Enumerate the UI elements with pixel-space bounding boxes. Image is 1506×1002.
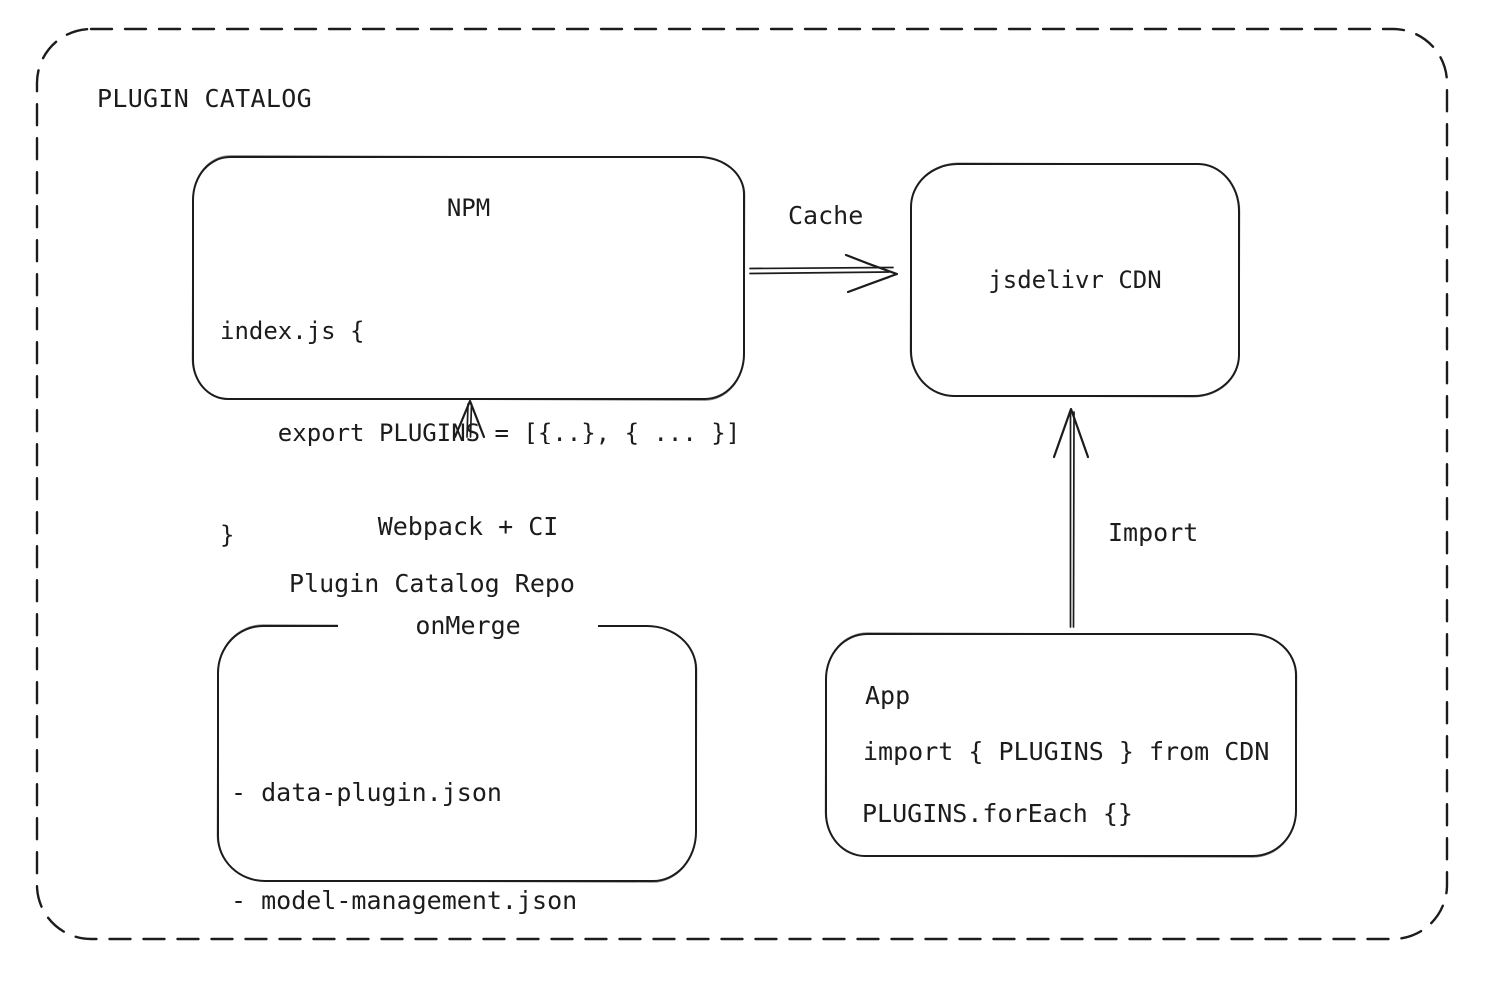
repo-node-caption: Plugin Catalog Repo	[289, 567, 575, 600]
repo-file-list: - data-plugin.json - model-management.js…	[231, 703, 577, 1002]
catalog-dashed-border	[35, 27, 1449, 941]
plugin-catalog-title: PLUGIN CATALOG	[97, 82, 312, 115]
cdn-node-label: jsdelivr CDN	[988, 266, 1162, 294]
npm-code-block: index.js { export PLUGINS = [{..}, { ...…	[220, 246, 740, 620]
build-arrow-shaft	[469, 403, 473, 438]
app-node-title: App	[865, 681, 911, 710]
import-arrow-head	[1052, 407, 1090, 459]
cache-arrow-label: Cache	[788, 199, 864, 232]
cache-arrow-head	[844, 253, 899, 294]
npm-node-title: NPM	[446, 194, 491, 222]
build-arrow-head	[453, 399, 486, 439]
repo-file-item: - data-plugin.json	[231, 778, 502, 807]
npm-node: NPM index.js { export PLUGINS = [{..}, {…	[192, 156, 745, 549]
import-arrow-label: Import	[1108, 516, 1199, 549]
app-node: App import { PLUGINS } from CDN PLUGINS.…	[825, 633, 1297, 857]
build-arrow-label-line1: Webpack + CI	[377, 512, 559, 541]
cache-arrow	[749, 253, 899, 294]
build-arrow-shaft	[466, 403, 469, 438]
import-arrow-shaft	[1072, 411, 1075, 628]
cache-arrow-shaft	[749, 266, 894, 270]
npm-code-line: export PLUGINS = [{..}, { ... }]	[220, 419, 741, 447]
app-code-import: import { PLUGINS } from CDN	[863, 737, 1270, 766]
repo-file-item: ...	[231, 991, 577, 1002]
import-arrow	[1052, 407, 1090, 628]
npm-code-line: }	[220, 521, 235, 549]
npm-code-line: index.js {	[220, 317, 365, 345]
build-arrow-label-line2: onMerge	[415, 611, 521, 640]
cdn-node: jsdelivr CDN	[910, 163, 1240, 397]
repo-file-item: - model-management.json	[231, 886, 578, 915]
cache-arrow-shaft	[749, 271, 890, 275]
app-code-foreach: PLUGINS.forEach {}	[862, 799, 1133, 828]
